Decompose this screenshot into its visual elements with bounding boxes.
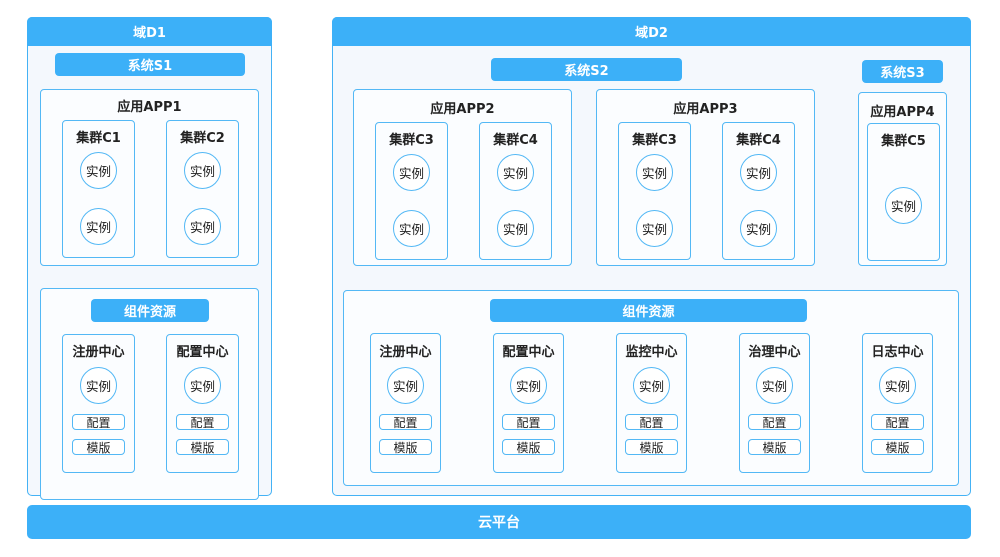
instance-node: 实例 [510, 367, 547, 404]
d1-resources-header: 组件资源 [91, 299, 209, 322]
template-tag: 模版 [502, 439, 555, 455]
cluster-c5-title: 集群C5 [881, 134, 926, 149]
log-center-title: 日志中心 [871, 345, 924, 360]
domain-d1-header: 域D1 [27, 17, 272, 46]
instance-node: 实例 [184, 152, 221, 189]
app4-title: 应用APP4 [870, 105, 935, 120]
cluster-c1-box: 集群C1 实例 实例 [62, 120, 135, 258]
cluster-c4-box: 集群C4 实例 实例 [479, 122, 552, 260]
config-tag: 配置 [502, 414, 555, 430]
cluster-c4-box: 集群C4 实例 实例 [722, 122, 795, 260]
instance-node: 实例 [393, 210, 430, 247]
system-s2-label: 系统S2 [491, 58, 682, 81]
governance-center-box: 治理中心 实例 配置 模版 [739, 333, 810, 473]
app1-box: 应用APP1 集群C1 实例 实例 集群C2 实例 实例 [40, 89, 259, 266]
cluster-c2-box: 集群C2 实例 实例 [166, 120, 239, 258]
cluster-c3-title: 集群C3 [389, 133, 434, 148]
config-tag: 配置 [176, 414, 229, 430]
d2-resources-header: 组件资源 [490, 299, 807, 322]
instance-node: 实例 [387, 367, 424, 404]
app2-title: 应用APP2 [430, 102, 495, 117]
registry-center-title: 注册中心 [72, 345, 125, 360]
cluster-c5-box: 集群C5 实例 [867, 123, 940, 261]
config-center-box: 配置中心 实例 配置 模版 [166, 334, 239, 473]
config-tag: 配置 [379, 414, 432, 430]
domain-d2-header: 域D2 [332, 17, 971, 46]
app3-box: 应用APP3 集群C3 实例 实例 集群C4 实例 实例 [596, 89, 815, 266]
d1-resources-box: 组件资源 注册中心 实例 配置 模版 配置中心 实例 配置 模版 [40, 288, 259, 500]
template-tag: 模版 [379, 439, 432, 455]
instance-node: 实例 [497, 154, 534, 191]
config-tag: 配置 [625, 414, 678, 430]
instance-node: 实例 [633, 367, 670, 404]
template-tag: 模版 [871, 439, 924, 455]
cluster-c1-title: 集群C1 [76, 131, 121, 146]
log-center-box: 日志中心 实例 配置 模版 [862, 333, 933, 473]
instance-node: 实例 [80, 367, 117, 404]
template-tag: 模版 [748, 439, 801, 455]
config-tag: 配置 [72, 414, 125, 430]
instance-node: 实例 [80, 208, 117, 245]
cluster-c3-box: 集群C3 实例 实例 [375, 122, 448, 260]
monitor-center-box: 监控中心 实例 配置 模版 [616, 333, 687, 473]
cluster-c4-title: 集群C4 [736, 133, 781, 148]
monitor-center-title: 监控中心 [625, 345, 678, 360]
app1-title: 应用APP1 [117, 100, 182, 115]
system-s1-label: 系统S1 [55, 53, 245, 76]
cluster-c4-title: 集群C4 [493, 133, 538, 148]
template-tag: 模版 [176, 439, 229, 455]
config-center-title: 配置中心 [502, 345, 555, 360]
instance-node: 实例 [184, 367, 221, 404]
cluster-c2-title: 集群C2 [180, 131, 225, 146]
governance-center-title: 治理中心 [748, 345, 801, 360]
instance-node: 实例 [885, 187, 922, 224]
instance-node: 实例 [756, 367, 793, 404]
instance-node: 实例 [636, 154, 673, 191]
domain-d1: 域D1 系统S1 应用APP1 集群C1 实例 实例 集群C2 实例 实例 组件… [27, 17, 272, 500]
config-tag: 配置 [871, 414, 924, 430]
system-s3-label: 系统S3 [862, 60, 943, 83]
cluster-c3-box: 集群C3 实例 实例 [618, 122, 691, 260]
instance-node: 实例 [497, 210, 534, 247]
cloud-platform-bar: 云平台 [27, 505, 971, 539]
app3-title: 应用APP3 [673, 102, 738, 117]
domain-d2: 域D2 系统S2 系统S3 应用APP2 集群C3 实例 实例 集群C4 实例 … [332, 17, 971, 496]
template-tag: 模版 [72, 439, 125, 455]
instance-node: 实例 [184, 208, 221, 245]
config-center-box: 配置中心 实例 配置 模版 [493, 333, 564, 473]
instance-node: 实例 [879, 367, 916, 404]
instance-node: 实例 [393, 154, 430, 191]
registry-center-box: 注册中心 实例 配置 模版 [62, 334, 135, 473]
d2-resources-box: 组件资源 注册中心 实例 配置 模版 配置中心 实例 配置 模版 监控中心 实例… [343, 290, 959, 486]
app2-box: 应用APP2 集群C3 实例 实例 集群C4 实例 实例 [353, 89, 572, 266]
cluster-c3-title: 集群C3 [632, 133, 677, 148]
instance-node: 实例 [740, 154, 777, 191]
registry-center-title: 注册中心 [379, 345, 432, 360]
instance-node: 实例 [636, 210, 673, 247]
instance-node: 实例 [80, 152, 117, 189]
instance-node: 实例 [740, 210, 777, 247]
template-tag: 模版 [625, 439, 678, 455]
config-center-title: 配置中心 [176, 345, 229, 360]
config-tag: 配置 [748, 414, 801, 430]
registry-center-box: 注册中心 实例 配置 模版 [370, 333, 441, 473]
app4-box: 应用APP4 集群C5 实例 [858, 92, 947, 266]
